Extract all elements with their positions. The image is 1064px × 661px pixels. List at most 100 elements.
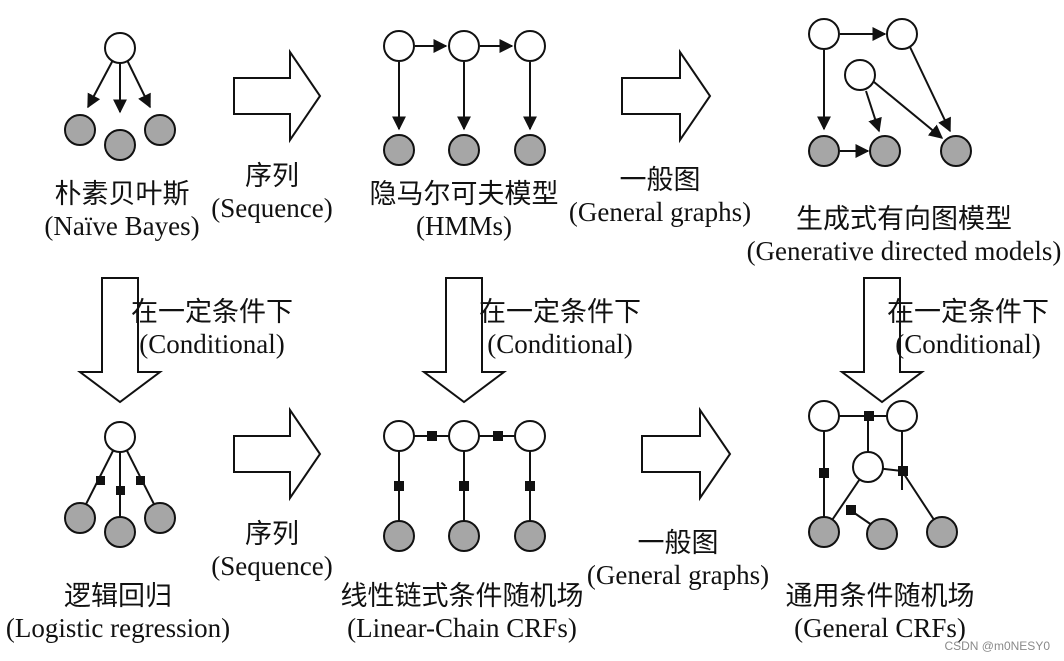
conditional-label-middle: 在一定条件下 (Conditional) — [479, 296, 641, 360]
hmm-label-zh: 隐马尔可夫模型 — [369, 179, 559, 209]
sequence-label-top: 序列 (Sequence) — [211, 160, 332, 224]
general-graphs-label-top-zh: 一般图 — [619, 165, 701, 195]
general-graphs-label-bottom-zh: 一般图 — [637, 528, 719, 558]
conditional-label-right: 在一定条件下 (Conditional) — [887, 296, 1049, 360]
naive-bayes-graph — [64, 32, 176, 161]
observed-node — [104, 129, 136, 161]
conditional-arrow-left — [77, 277, 163, 404]
generative-directed-graph — [808, 18, 972, 167]
naive-bayes-label: 朴素贝叶斯 (Naïve Bayes) — [44, 178, 199, 242]
factor-node — [898, 466, 908, 476]
conditional-label-middle-zh: 在一定条件下 — [479, 297, 641, 327]
general-graphs-label-top-en: (General graphs) — [568, 197, 752, 227]
naive-bayes-label-en: (Naïve Bayes) — [44, 211, 200, 241]
factor-node — [427, 431, 437, 441]
factor-node — [394, 481, 404, 491]
factor-node — [116, 486, 125, 495]
observed-node — [64, 114, 96, 146]
observed-node — [808, 516, 840, 548]
observed-node — [383, 134, 415, 166]
logistic-regression-graph — [64, 421, 176, 548]
conditional-label-left-zh: 在一定条件下 — [131, 297, 293, 327]
conditional-label-right-en: (Conditional) — [895, 329, 1041, 359]
factor-node — [864, 411, 874, 421]
general-graphs-label-bottom-en: (General graphs) — [586, 560, 770, 590]
sequence-label-top-en: (Sequence) — [211, 193, 333, 223]
edge — [909, 46, 951, 133]
conditional-label-middle-en: (Conditional) — [487, 329, 633, 359]
hidden-node — [886, 400, 918, 432]
generative-label-en: (Generative directed models) — [746, 236, 1062, 266]
factor-node — [96, 476, 105, 485]
general-graphs-label-top: 一般图 (General graphs) — [569, 164, 751, 228]
hmm-graph — [383, 30, 546, 166]
observed-node — [514, 520, 546, 552]
hidden-node — [844, 59, 876, 91]
edge — [873, 81, 944, 139]
hidden-node — [104, 32, 136, 64]
logistic-regression-label: 逻辑回归 (Logistic regression) — [6, 580, 230, 644]
edge — [87, 59, 114, 109]
observed-node — [144, 502, 176, 534]
hidden-node — [383, 420, 415, 452]
sequence-arrow-bottom — [233, 406, 322, 502]
hidden-node — [514, 30, 546, 62]
sequence-label-top-zh: 序列 — [245, 161, 299, 191]
observed-node — [104, 516, 136, 548]
conditional-arrow-middle — [421, 277, 507, 404]
conditional-label-left: 在一定条件下 (Conditional) — [131, 296, 293, 360]
generative-label: 生成式有向图模型 (Generative directed models) — [747, 203, 1062, 267]
hidden-node — [448, 420, 480, 452]
sequence-arrow-top — [233, 48, 322, 144]
hidden-node — [886, 18, 918, 50]
factor-node — [819, 468, 829, 478]
hidden-node — [104, 421, 136, 453]
general-crf-label-en: (General CRFs) — [794, 613, 966, 643]
observed-node — [869, 135, 901, 167]
logistic-regression-label-en: (Logistic regression) — [5, 613, 231, 643]
conditional-label-left-en: (Conditional) — [139, 329, 285, 359]
hidden-node — [383, 30, 415, 62]
factor-node — [459, 481, 469, 491]
linear-chain-crf-label: 线性链式条件随机场 (Linear-Chain CRFs) — [341, 580, 584, 644]
hidden-node — [852, 451, 884, 483]
hidden-node — [808, 18, 840, 50]
logistic-regression-label-zh: 逻辑回归 — [64, 581, 172, 611]
observed-node — [448, 520, 480, 552]
factor-node — [846, 505, 856, 515]
observed-node — [514, 134, 546, 166]
naive-bayes-label-zh: 朴素贝叶斯 — [54, 179, 190, 209]
hidden-node — [448, 30, 480, 62]
edge — [126, 59, 151, 109]
observed-node — [808, 135, 840, 167]
general-graphs-arrow-top — [621, 48, 712, 144]
factor-node — [493, 431, 503, 441]
observed-node — [926, 516, 958, 548]
watermark: CSDN @m0NESY0 — [944, 639, 1050, 653]
observed-node — [144, 114, 176, 146]
hidden-node — [514, 420, 546, 452]
hidden-node — [808, 400, 840, 432]
observed-node — [383, 520, 415, 552]
factor-node — [136, 476, 145, 485]
conditional-label-right-zh: 在一定条件下 — [887, 297, 1049, 327]
conditional-arrow-right — [839, 277, 925, 404]
sequence-label-bottom-zh: 序列 — [245, 519, 299, 549]
general-crf-label-zh: 通用条件随机场 — [785, 581, 975, 611]
factor-node — [525, 481, 535, 491]
observed-node — [866, 518, 898, 550]
general-crf-graph — [808, 400, 958, 550]
observed-node — [448, 134, 480, 166]
linear-chain-crf-label-zh: 线性链式条件随机场 — [340, 581, 584, 611]
general-graphs-label-bottom: 一般图 (General graphs) — [587, 527, 769, 591]
hmm-label: 隐马尔可夫模型 (HMMs) — [370, 178, 559, 242]
general-crf-label: 通用条件随机场 (General CRFs) — [786, 580, 975, 644]
linear-chain-crf-graph — [383, 420, 546, 552]
sequence-label-bottom-en: (Sequence) — [211, 551, 333, 581]
sequence-label-bottom: 序列 (Sequence) — [211, 518, 332, 582]
edge — [865, 90, 882, 133]
observed-node — [940, 135, 972, 167]
generative-label-zh: 生成式有向图模型 — [795, 204, 1012, 234]
